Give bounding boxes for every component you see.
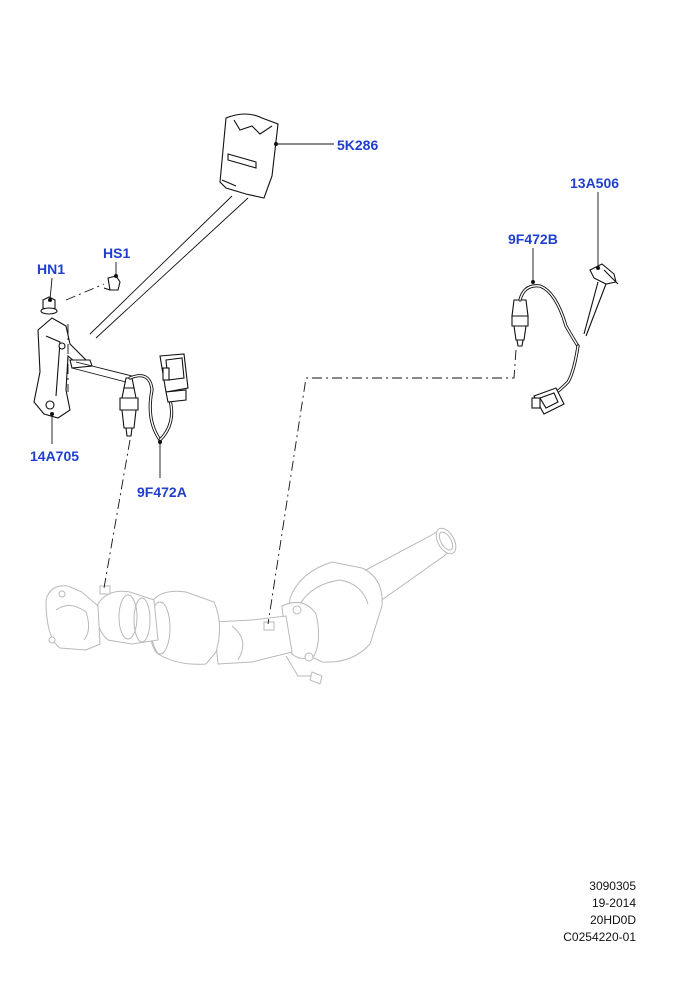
callout-9f472b: 9F472B xyxy=(508,231,558,247)
rear-oxygen-sensor xyxy=(511,299,529,347)
heat-shield xyxy=(219,113,279,199)
callout-hn1: HN1 xyxy=(37,261,65,277)
callout-9f472a: 9F472A xyxy=(137,484,187,500)
exhaust-system-ghost xyxy=(45,527,457,685)
assembly-lines xyxy=(65,283,517,625)
front-sensor-connector xyxy=(159,353,189,403)
rear-sensor-connector xyxy=(531,387,565,415)
callout-5k286: 5K286 xyxy=(337,137,378,153)
leader-lines xyxy=(48,142,600,478)
bracket-nut xyxy=(40,296,58,315)
callout-14a705: 14A705 xyxy=(30,448,79,464)
reference-line-3: 20HD0D xyxy=(589,913,636,927)
front-oxygen-sensor xyxy=(119,377,139,437)
reference-stamp: 3090305 19-2014 20HD0D C0254220-01 xyxy=(563,878,636,946)
reference-line-2: 19-2014 xyxy=(591,896,636,910)
callout-hs1: HS1 xyxy=(103,245,130,261)
callout-13a506: 13A506 xyxy=(570,175,619,191)
reference-line-4: C0254220-01 xyxy=(563,930,636,944)
wire-clip xyxy=(583,263,619,337)
reference-line-1: 3090305 xyxy=(589,879,636,893)
bracket xyxy=(33,317,89,419)
bracket-stud xyxy=(103,275,121,291)
